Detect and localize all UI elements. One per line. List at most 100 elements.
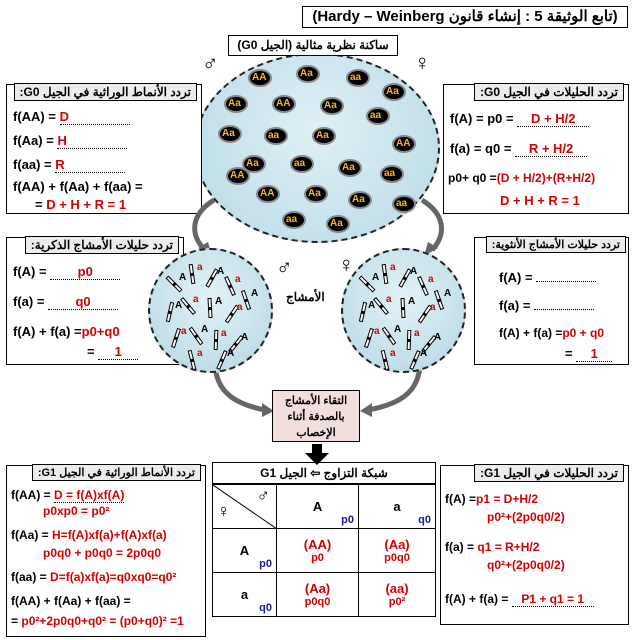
- g0-aa-label: f(AA) =: [13, 109, 56, 124]
- male-fa-label: f(a) =: [13, 294, 45, 309]
- allele-g0-sum-label: p0+ q0 =: [448, 171, 497, 185]
- g1-sum-value: P1 + q1 = 1: [511, 592, 594, 607]
- g1-aa-label: f(aa) =: [11, 570, 47, 584]
- g0-aa-lower-label: f(aa) =: [13, 157, 52, 172]
- chromosome-icon: [188, 263, 196, 285]
- female-fa-label: f(a) =: [499, 298, 531, 313]
- mouse-genotype: AA: [276, 98, 291, 109]
- allele-label: A: [420, 348, 428, 359]
- mouse-genotype: Aa: [246, 158, 259, 169]
- genotype-g0-header: تردد الأنماط الوراثية في الجيل G0:: [13, 83, 197, 101]
- allele-g0-q-value: R + H/2: [515, 141, 588, 157]
- chromosome-icon: [400, 297, 406, 319]
- g1-aa-v1: D=f(a)xf(a)=q0xq0=q0²: [50, 570, 177, 584]
- allele-g0-p-value: D + H/2: [517, 111, 590, 127]
- mouse-genotype: Aa: [352, 194, 365, 205]
- mouse-genotype: AA: [260, 188, 275, 199]
- mouse-icon: Aa: [338, 159, 362, 177]
- mouse-genotype: aa: [286, 214, 298, 225]
- male-sum-value: p0+q0: [81, 324, 120, 339]
- allele-label: a: [221, 328, 227, 339]
- mouse-icon: AA: [226, 167, 250, 185]
- male-result: 1: [98, 344, 139, 360]
- allele-label: a: [237, 302, 243, 313]
- fertilization-line1: التقاء الأمشاج: [284, 395, 348, 407]
- allele-label: A: [368, 300, 376, 311]
- g1-p-v2: p0²+(2p0q0/2): [487, 510, 565, 524]
- allele-g0-header: تردد الحليلات في الجيل G0:: [474, 83, 624, 101]
- mouse-genotype: AA: [230, 170, 245, 181]
- g1-q-v1: q1 = R+H/2: [477, 540, 540, 554]
- allele-g0-q-label: f(a) = q0 =: [450, 141, 512, 156]
- allele-label: A: [372, 272, 380, 283]
- chromosome-icon: [380, 349, 390, 371]
- allele-label: a: [197, 262, 203, 273]
- male-result-prefix: =: [87, 344, 95, 359]
- male-fA-value: p0: [50, 264, 121, 280]
- allele-label: a: [197, 348, 203, 359]
- allele-label: a: [430, 302, 436, 313]
- g1-AA-v1: D = f(A)xf(A): [54, 488, 125, 503]
- g1-q-label: f(a) =: [445, 540, 475, 554]
- chromosome-icon: [406, 329, 412, 351]
- chromosome-icon: [364, 327, 374, 349]
- mouse-genotype: Aa: [330, 218, 343, 229]
- mouse-icon: aa: [366, 107, 390, 125]
- chromosome-icon: [165, 301, 175, 323]
- genotype-g0-panel: تردد الأنماط الوراثية في الجيل G0: f(AA)…: [6, 83, 202, 214]
- allele-label: A: [408, 296, 416, 307]
- female-gamete-symbol-icon: ♀: [338, 252, 355, 277]
- mouse-icon: AA: [248, 69, 272, 87]
- female-result-prefix: =: [565, 346, 573, 361]
- allele-label: A: [410, 266, 418, 277]
- mouse-icon: Aa: [224, 95, 248, 113]
- grid-col-a-freq: q0: [418, 514, 431, 526]
- grid-row-A-freq: p0: [259, 558, 272, 570]
- mouse-genotype: aa: [384, 168, 396, 179]
- allele-label: a: [181, 326, 187, 337]
- mouse-icon: Aa: [242, 155, 266, 173]
- arrow-to-male: [192, 197, 216, 252]
- male-gamete-symbol-icon: ♂: [276, 254, 293, 279]
- allele-label: a: [428, 274, 434, 285]
- mouse-icon: aa: [346, 69, 370, 87]
- female-fA-value: [536, 281, 597, 282]
- mouse-genotype: aa: [268, 130, 280, 141]
- g0-sum-label: f(AA) + f(Aa) + f(aa) =: [13, 179, 143, 194]
- mouse-genotype: Aa: [222, 128, 235, 139]
- grid-cell-aa: (aa)p0²: [358, 572, 436, 617]
- page-title: (تابع الوثيقة 5 : إنشاء قانون Hardy – We…: [302, 6, 628, 28]
- mouse-icon: aa: [264, 127, 288, 145]
- chromosome-icon: [358, 301, 368, 323]
- genotype-g1-panel: تردد الأنماط الوراثية في الجيل G1: f(AA)…: [6, 464, 206, 637]
- allele-g0-panel: تردد الحليلات في الجيل G0: f(A) = p0 = D…: [443, 83, 629, 214]
- mouse-genotype: Aa: [308, 188, 321, 199]
- fertilization-line2: بالصدفة أثناء: [287, 411, 345, 423]
- mouse-genotype: aa: [294, 158, 306, 169]
- fertilization-box: التقاء الأمشاج بالصدفة أثناء الإخصاب: [272, 390, 360, 442]
- mouse-genotype: aa: [370, 110, 382, 121]
- mouse-icon: AA: [392, 135, 416, 153]
- allele-label: A: [201, 324, 209, 335]
- mouse-genotype: Aa: [342, 162, 355, 173]
- male-fa-value: q0: [48, 294, 119, 310]
- mouse-icon: AA: [256, 185, 280, 203]
- allele-g0-sum-value2: D + H + R = 1: [500, 193, 580, 208]
- g1-p-v1: p1 = D+H/2: [476, 492, 539, 506]
- grid-male-icon: ♂: [256, 485, 271, 505]
- mouse-icon: AA: [272, 95, 296, 113]
- grid-title: شبكة التزاوج ⇦ الجيل G1: [212, 462, 436, 484]
- chromosome-icon: [381, 263, 389, 285]
- arrow-to-female: [420, 197, 444, 252]
- g1-Aa-label: f(Aa) =: [11, 528, 49, 542]
- male-gametes-header: تردد حليلات الأمشاج الذكرية:: [24, 236, 179, 254]
- chromosome-icon: [207, 297, 213, 319]
- mouse-genotype: Aa: [386, 86, 399, 97]
- male-sum-label: f(A) + f(a) =: [13, 324, 82, 339]
- chromosome-icon: [213, 329, 219, 351]
- female-gametes-header: تردد حليلات الأمشاج الأنثوية:: [485, 236, 626, 253]
